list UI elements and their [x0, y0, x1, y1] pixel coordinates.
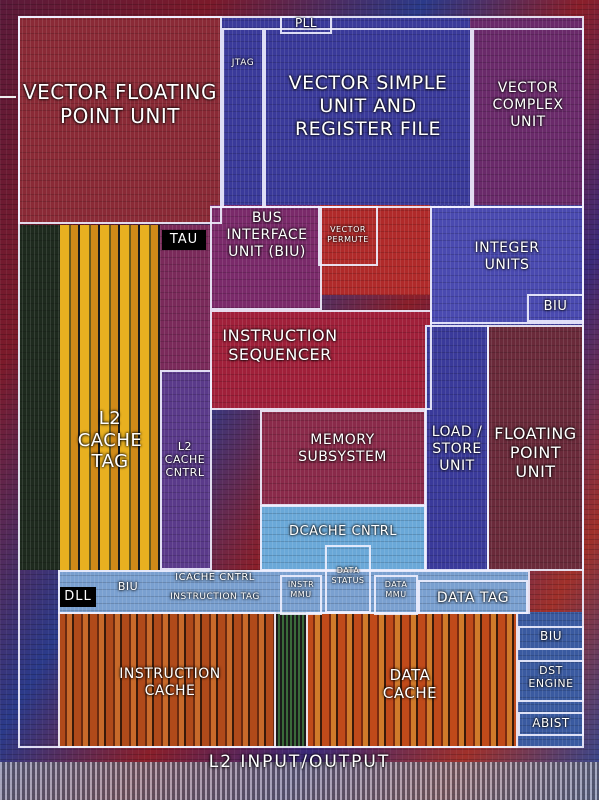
zone-l2ctrl	[160, 370, 210, 570]
left-pin-mark	[0, 96, 16, 98]
zone-vfpu	[18, 18, 220, 223]
zone-vsu	[220, 18, 470, 210]
zone-center-bus	[276, 612, 306, 747]
outline-biu-main	[210, 206, 322, 310]
label-fpu: FLOATING POINT UNIT	[494, 424, 577, 482]
label-integer: INTEGER UNITS	[474, 240, 540, 273]
zone-right-small	[518, 612, 582, 747]
zone-icache	[58, 612, 276, 747]
label-tau: TAU	[162, 230, 206, 250]
label-vperm: VECTOR PERMUTE	[327, 225, 369, 244]
label-instr-mmu: INSTR MMU	[287, 580, 315, 599]
label-instr-tag: INSTRUCTION TAG	[170, 592, 260, 602]
outline-integer	[430, 206, 584, 324]
outline-vperm	[318, 206, 378, 266]
outline-vfpu	[18, 16, 222, 224]
zone-biu-main	[210, 205, 320, 315]
label-jtag: JTAG	[231, 58, 255, 68]
label-biu-right: BIU	[543, 299, 568, 314]
label-icache: INSTRUCTION CACHE	[119, 666, 221, 699]
zone-memsub	[260, 410, 425, 505]
zone-dcache	[306, 612, 518, 747]
outline-biu-bottom	[518, 626, 584, 650]
label-biu-bottom: BIU	[539, 629, 563, 643]
label-icache-cntrl: ICACHE CNTRL	[175, 572, 255, 583]
label-pll: PLL	[294, 16, 318, 30]
outline-biu-right	[527, 294, 584, 322]
outline-iseq	[210, 310, 432, 410]
label-data-mmu: DATA MMU	[384, 580, 408, 599]
outline-l2ctrl	[160, 370, 212, 570]
label-dll: DLL	[60, 587, 96, 607]
zone-vperm	[320, 205, 430, 295]
outline-fpu	[487, 325, 584, 571]
label-dcache: DATA CACHE	[382, 666, 438, 702]
zone-dcache-cntrl	[260, 505, 425, 570]
zone-l2-tag	[60, 225, 160, 570]
outline-data-mmu	[374, 575, 418, 615]
label-vsu: VECTOR SIMPLE UNIT AND REGISTER FILE	[288, 72, 448, 140]
outline-jtag	[222, 28, 264, 208]
zone-left-edge	[18, 225, 60, 570]
zone-fpu	[487, 325, 582, 570]
label-l2tag: L2 CACHE TAG	[77, 408, 143, 473]
label-biu-main: BUS INTERFACE UNIT (BIU)	[226, 210, 308, 260]
outline-pll	[280, 16, 332, 34]
outline-abist	[518, 712, 584, 736]
outline-instr-mmu	[280, 575, 322, 615]
zone-iseq	[210, 310, 430, 410]
outline-dst-engine	[518, 660, 584, 702]
label-abist: ABIST	[532, 716, 570, 730]
zone-vcu	[470, 18, 582, 210]
label-data-status: DATA STATUS	[331, 566, 365, 585]
zone-lsu	[425, 325, 487, 570]
label-vfpu: VECTOR FLOATING POINT UNIT	[22, 80, 218, 128]
label-l2io: L2 INPUT/OUTPUT	[208, 752, 391, 772]
label-vcu: VECTOR COMPLEX UNIT	[492, 80, 564, 130]
label-data-tag: DATA TAG	[436, 590, 510, 606]
label-memsub: MEMORY SUBSYSTEM	[298, 432, 387, 465]
label-iseq: INSTRUCTION SEQUENCER	[222, 326, 338, 365]
outline-dcache	[306, 612, 518, 748]
label-l2ctrl: L2 CACHE CNTRL	[164, 440, 206, 480]
label-dst-engine: DST ENGINE	[528, 664, 574, 691]
outline-icache	[58, 612, 276, 748]
label-lsu: LOAD / STORE UNIT	[431, 424, 483, 474]
l2-io-band	[0, 762, 599, 800]
label-biu-left: BIU	[117, 580, 139, 593]
zone-integer	[430, 205, 582, 325]
label-dcache-cntrl: DCACHE CNTRL	[289, 524, 397, 539]
